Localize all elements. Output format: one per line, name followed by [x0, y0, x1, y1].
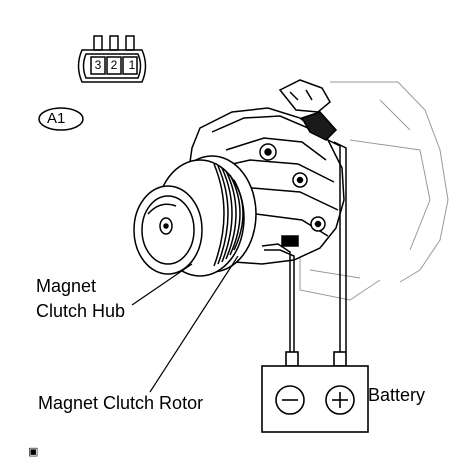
magnet-clutch-rotor-label: Magnet Clutch Rotor [38, 393, 204, 413]
connector-pin-1: 1 [128, 58, 136, 72]
engine-block [299, 81, 449, 301]
connector-id-label: A1 [47, 110, 66, 127]
leader-lines [131, 255, 239, 393]
lead-wires [261, 139, 347, 352]
connector-pin-2: 2 [110, 58, 118, 72]
leader-line-rotor [149, 255, 239, 393]
connector-id-badge [38, 107, 84, 131]
connector-pin-3: 3 [94, 58, 102, 72]
battery-symbol [261, 351, 369, 433]
leader-line-hub [131, 263, 193, 306]
magnet-clutch-hub-label: Magnet Clutch Hub [36, 274, 125, 324]
battery-label: Battery [368, 385, 426, 405]
image-icon[interactable]: ▣ [28, 446, 39, 458]
magnet-clutch-hub-label-line2: Clutch Hub [36, 301, 126, 321]
clutch-pulley [133, 155, 257, 277]
connector-face [77, 35, 147, 83]
magnet-clutch-hub-label-line1: Magnet [36, 276, 97, 296]
